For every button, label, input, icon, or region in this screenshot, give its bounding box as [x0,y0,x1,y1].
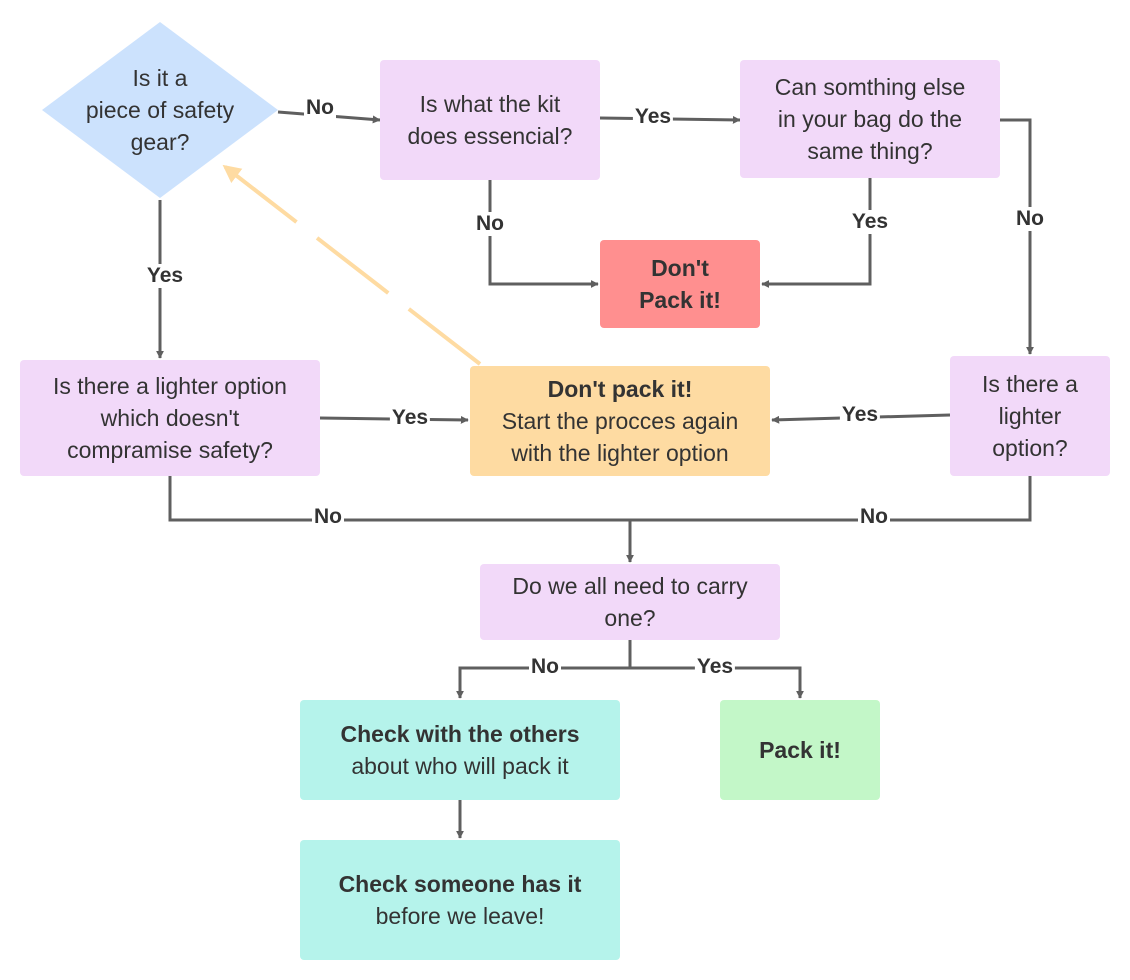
safety-gear-diamond [42,22,278,198]
edge-label-lighter-safety-no: No [312,505,344,529]
edge-label-something-yes: Yes [849,210,891,234]
node-check-someone-title: Check someone has it [338,871,582,897]
edge-label-lighter-option-yes: Yes [839,403,881,427]
node-essential-text: Is what the kit does essencial? [407,91,573,149]
node-dont-pack-title: Don't pack it! [547,376,693,402]
edge-something-no [1000,118,1034,355]
edge-label-essential-no: No [474,212,506,236]
edge-label-safety-no: No [304,96,336,120]
edge-lighter-safety-no [168,476,630,522]
node-check-others-body: about who will pack it [351,753,569,779]
node-safety-gear: Is it a piece of safety gear? [60,58,260,162]
edge-label-all-carry-yes: Yes [694,655,736,679]
node-lighter-safety-text: Is there a lighter option which doesn't … [53,373,287,463]
node-all-carry: Do we all need to carry one? [480,564,780,640]
node-dont-pack-restart: Don't pack it! Start the procces again w… [470,366,770,476]
node-pack-it: Pack it! [720,700,880,800]
edge-essential-no [488,180,599,288]
node-something-else-text: Can somthing else in your bag do the sam… [774,74,966,164]
edge-label-something-no: No [1014,207,1046,231]
edge-label-all-carry-no: No [529,655,561,679]
node-dont-pack-red: Don't Pack it! [600,240,760,328]
edge-label-essential-yes: Yes [632,105,674,129]
node-something-else: Can somthing else in your bag do the sam… [740,60,1000,178]
node-safety-gear-text: Is it a piece of safety gear? [85,65,235,155]
node-dont-pack-red-text: Don't Pack it! [639,255,721,313]
node-lighter-option-text: Is there a lighter option? [982,371,1078,461]
edge-label-lighter-option-no: No [858,505,890,529]
edge-all-carry-yes [630,666,804,699]
node-check-someone: Check someone has it before we leave! [300,840,620,960]
node-pack-it-text: Pack it! [759,737,841,763]
node-check-others: Check with the others about who will pac… [300,700,620,800]
edge-return-dashed [222,164,482,366]
edge-lighter-option-no [630,476,1032,522]
node-dont-pack-body: Start the procces again with the lighter… [501,408,739,466]
edge-label-safety-yes: Yes [144,264,186,288]
node-check-someone-body: before we leave! [375,903,545,929]
node-all-carry-text: Do we all need to carry one? [512,573,748,631]
node-lighter-safety: Is there a lighter option which doesn't … [20,360,320,476]
node-essential: Is what the kit does essencial? [380,60,600,180]
node-check-others-title: Check with the others [340,721,580,747]
node-lighter-option: Is there a lighter option? [950,356,1110,476]
edge-label-lighter-safety-yes: Yes [389,406,431,430]
